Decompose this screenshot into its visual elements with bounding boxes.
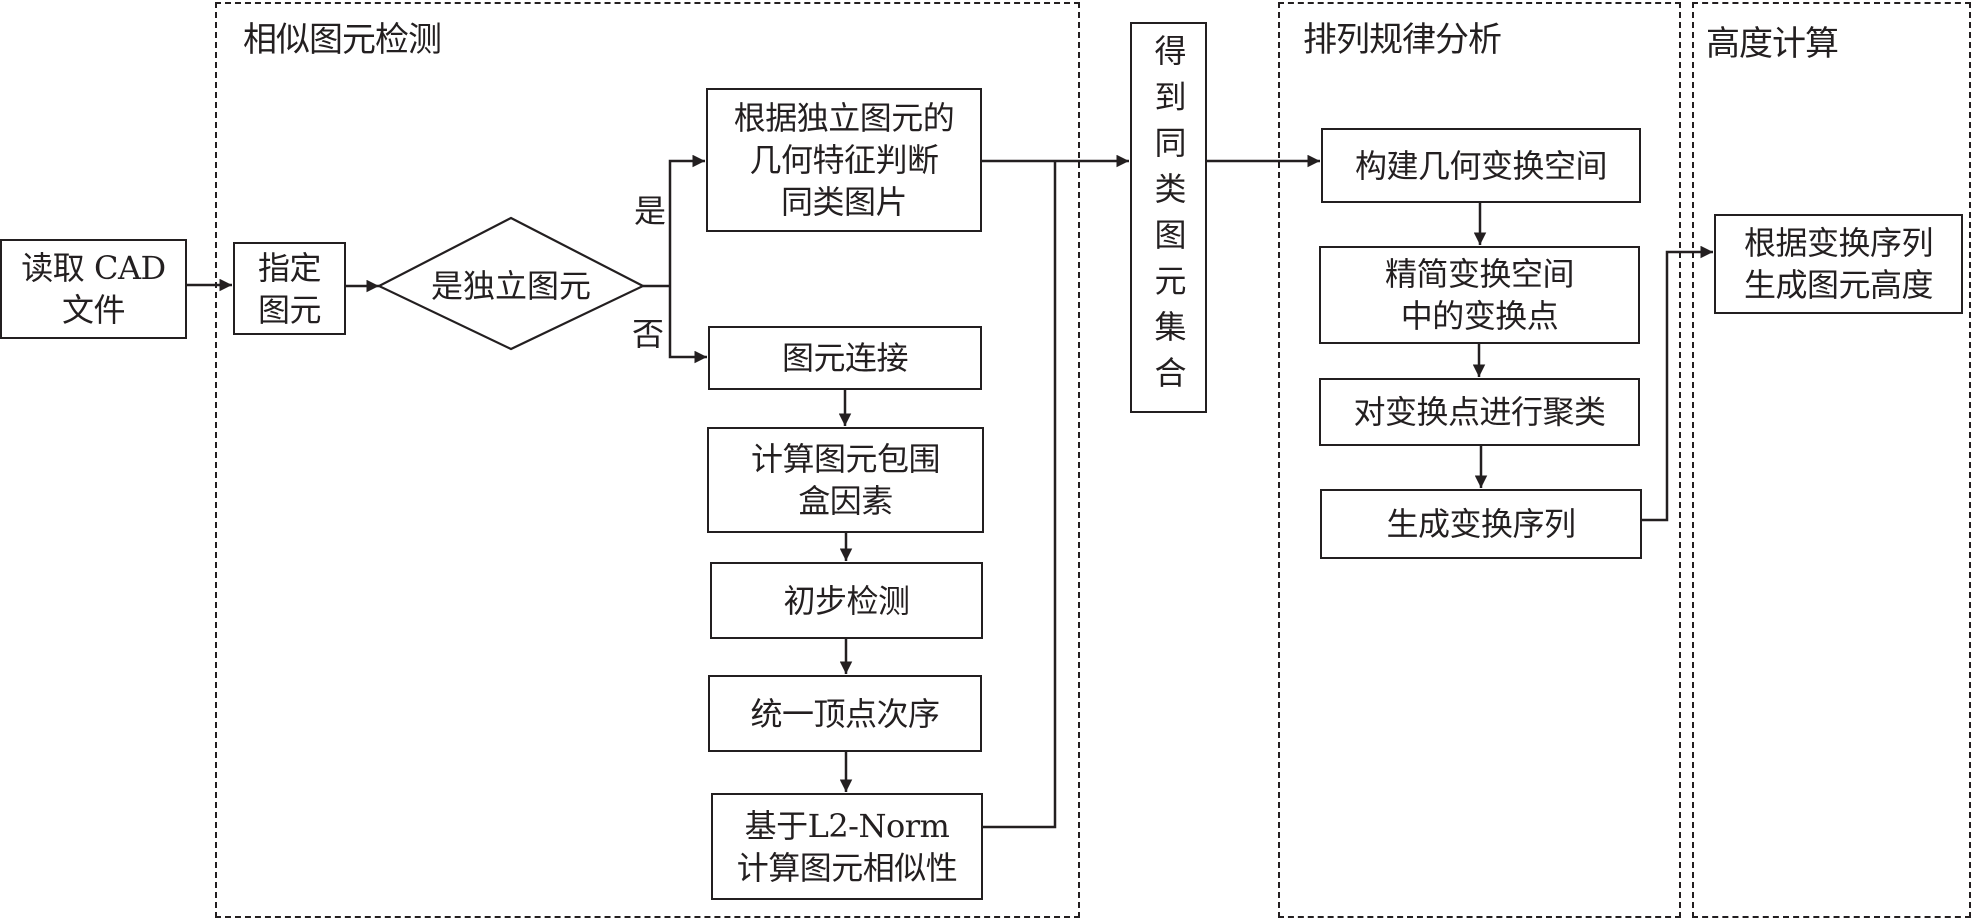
- region-label-similar-detection: 相似图元检测: [243, 20, 442, 60]
- node-build-transform-space-label: 构建几何变换空间: [1354, 146, 1608, 185]
- edge-yes-branch: [668, 154, 705, 286]
- region-similar-detection: [215, 2, 1080, 918]
- decision-diamond: [376, 216, 646, 351]
- node-cluster-transform-points: 对变换点进行聚类: [1319, 378, 1640, 446]
- node-primitive-connect: 图元连接: [708, 326, 982, 390]
- node-preliminary-detection: 初步检测: [710, 562, 983, 639]
- node-same-class-collection: 得到同类图元集合: [1130, 22, 1207, 413]
- decision-label: 是独立图元: [430, 267, 591, 305]
- region-label-pattern-analysis: 排列规律分析: [1303, 20, 1502, 60]
- node-unify-vertex-order: 统一顶点次序: [708, 675, 982, 752]
- node-judge-same-class: 根据独立图元的 几何特征判断 同类图片: [706, 88, 982, 232]
- node-bounding-box-factor-label: 计算图元包围 盒因素: [750, 440, 941, 520]
- node-generate-transform-sequence: 生成变换序列: [1320, 489, 1642, 559]
- branch-label-yes: 是: [634, 192, 667, 230]
- node-judge-same-class-label: 根据独立图元的 几何特征判断 同类图片: [733, 99, 955, 221]
- region-height-calc: [1692, 2, 1971, 918]
- node-specify-primitive: 指定 图元: [233, 242, 346, 335]
- node-generate-primitive-height-label: 根据变换序列 生成图元高度: [1743, 224, 1934, 304]
- node-primitive-connect-label: 图元连接: [781, 339, 909, 377]
- node-specify-primitive-label: 指定 图元: [257, 248, 322, 329]
- region-label-height-calc: 高度计算: [1706, 24, 1839, 64]
- edge-no-branch: [668, 286, 707, 364]
- edge-sequence-to-height: [1641, 245, 1713, 522]
- node-preliminary-detection-label: 初步检测: [783, 581, 910, 620]
- node-bounding-box-factor: 计算图元包围 盒因素: [707, 427, 984, 533]
- region-pattern-analysis: [1278, 2, 1681, 918]
- node-build-transform-space: 构建几何变换空间: [1321, 128, 1641, 203]
- node-same-class-collection-label: 得到同类图元集合: [1149, 33, 1188, 402]
- node-generate-primitive-height: 根据变换序列 生成图元高度: [1714, 214, 1963, 314]
- branch-label-no: 否: [632, 315, 665, 353]
- node-read-cad-file: 读取 CAD 文件: [0, 239, 187, 339]
- edge-similarity-to-collection: [982, 161, 1057, 829]
- node-cluster-transform-points-label: 对变换点进行聚类: [1353, 393, 1606, 431]
- node-l2norm-similarity-label: 基于L2-Norm 计算图元相似性: [736, 806, 958, 887]
- node-simplify-transform-points: 精简变换空间 中的变换点: [1319, 246, 1640, 344]
- node-simplify-transform-points-label: 精简变换空间 中的变换点: [1384, 255, 1575, 335]
- node-read-cad-file-label: 读取 CAD 文件: [21, 249, 166, 329]
- node-unify-vertex-order-label: 统一顶点次序: [750, 694, 940, 733]
- node-l2norm-similarity: 基于L2-Norm 计算图元相似性: [711, 793, 983, 900]
- node-generate-transform-sequence-label: 生成变换序列: [1386, 505, 1576, 543]
